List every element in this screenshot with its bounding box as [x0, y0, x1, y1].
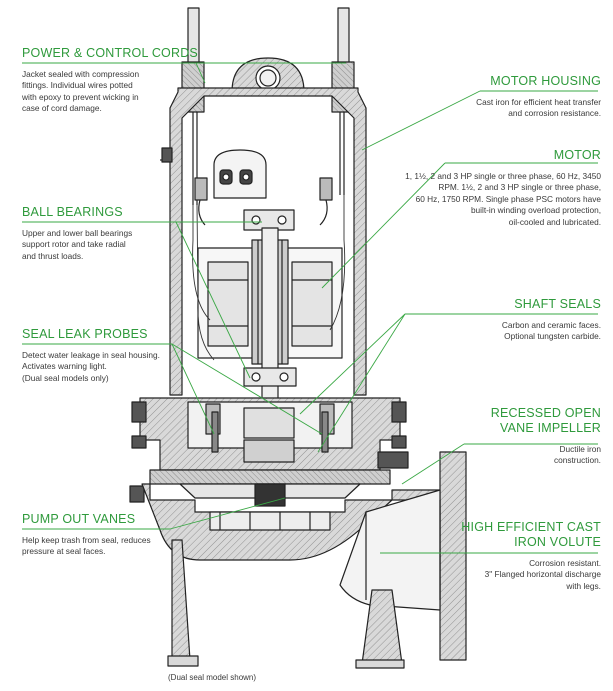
top-lifting-boss: [231, 57, 305, 93]
callout-title: SEAL LEAK PROBES: [22, 327, 148, 341]
callout-seal-leak-probes: SEAL LEAK PROBES Detect water leakage in…: [22, 327, 192, 384]
callout-title-line-2: IRON VOLUTE: [514, 535, 601, 549]
volute-casing: [141, 483, 441, 561]
upper-ball-bearing: [243, 209, 295, 231]
seal-housing: [131, 397, 407, 471]
seal-leak-probe-elements: [211, 411, 329, 453]
callout-title: BALL BEARINGS: [22, 205, 123, 219]
internal-wiring: [192, 195, 346, 361]
callout-body: Help keep trash from seal, reduces press…: [22, 535, 151, 557]
callout-pump-out-vanes: PUMP OUT VANES Help keep trash from seal…: [22, 512, 182, 558]
callout-ball-bearings: BALL BEARINGS Upper and lower ball beari…: [22, 205, 182, 262]
dual-seal-footnote: (Dual seal model shown): [168, 673, 257, 682]
volute-legs: [167, 539, 405, 669]
callout-body: Cast iron for efficient heat transfer an…: [476, 97, 601, 119]
callout-title-line-2: VANE IMPELLER: [499, 421, 601, 435]
callout-power-control-cords: POWER & CONTROL CORDS Jacket sealed with…: [22, 46, 212, 115]
motor-housing-shell: [160, 87, 367, 396]
callout-body: Ductile iron construction.: [553, 444, 601, 466]
callout-title: POWER & CONTROL CORDS: [22, 46, 198, 60]
callout-body: Jacket sealed with compression fittings.…: [22, 69, 140, 114]
callout-motor: MOTOR 1, 1½, 2 and 3 HP single or three …: [381, 148, 601, 228]
callout-high-efficient-cast-iron-volute: HIGH EFFICIENT CAST IRON VOLUTE Corrosio…: [431, 520, 601, 592]
junction-block: [213, 149, 267, 199]
callout-title: SHAFT SEALS: [514, 297, 601, 311]
leader-lines: [22, 62, 598, 554]
impeller: [129, 451, 409, 507]
callout-motor-housing: MOTOR HOUSING Cast iron for efficient he…: [401, 74, 601, 120]
callout-body: Detect water leakage in seal housing. Ac…: [22, 350, 160, 383]
cord-fittings: [194, 177, 333, 226]
callout-title: MOTOR HOUSING: [490, 74, 601, 88]
callout-title-line-1: RECESSED OPEN: [490, 406, 601, 420]
callout-title: PUMP OUT VANES: [22, 512, 136, 526]
callout-body: 1, 1½, 2 and 3 HP single or three phase,…: [405, 171, 601, 227]
discharge-flange: [339, 451, 467, 661]
lower-ball-bearing: [243, 367, 297, 387]
callout-title: MOTOR: [553, 148, 601, 162]
callout-title-line-1: HIGH EFFICIENT CAST: [461, 520, 601, 534]
callout-body: Upper and lower ball bearings support ro…: [22, 228, 133, 261]
callout-body: Corrosion resistant. 3" Flanged horizont…: [484, 558, 601, 591]
callout-recessed-open-vane-impeller: RECESSED OPEN VANE IMPELLER Ductile iron…: [461, 406, 601, 467]
callout-body: Carbon and ceramic faces. Optional tungs…: [501, 320, 601, 342]
callout-shaft-seals: SHAFT SEALS Carbon and ceramic faces. Op…: [421, 297, 601, 343]
